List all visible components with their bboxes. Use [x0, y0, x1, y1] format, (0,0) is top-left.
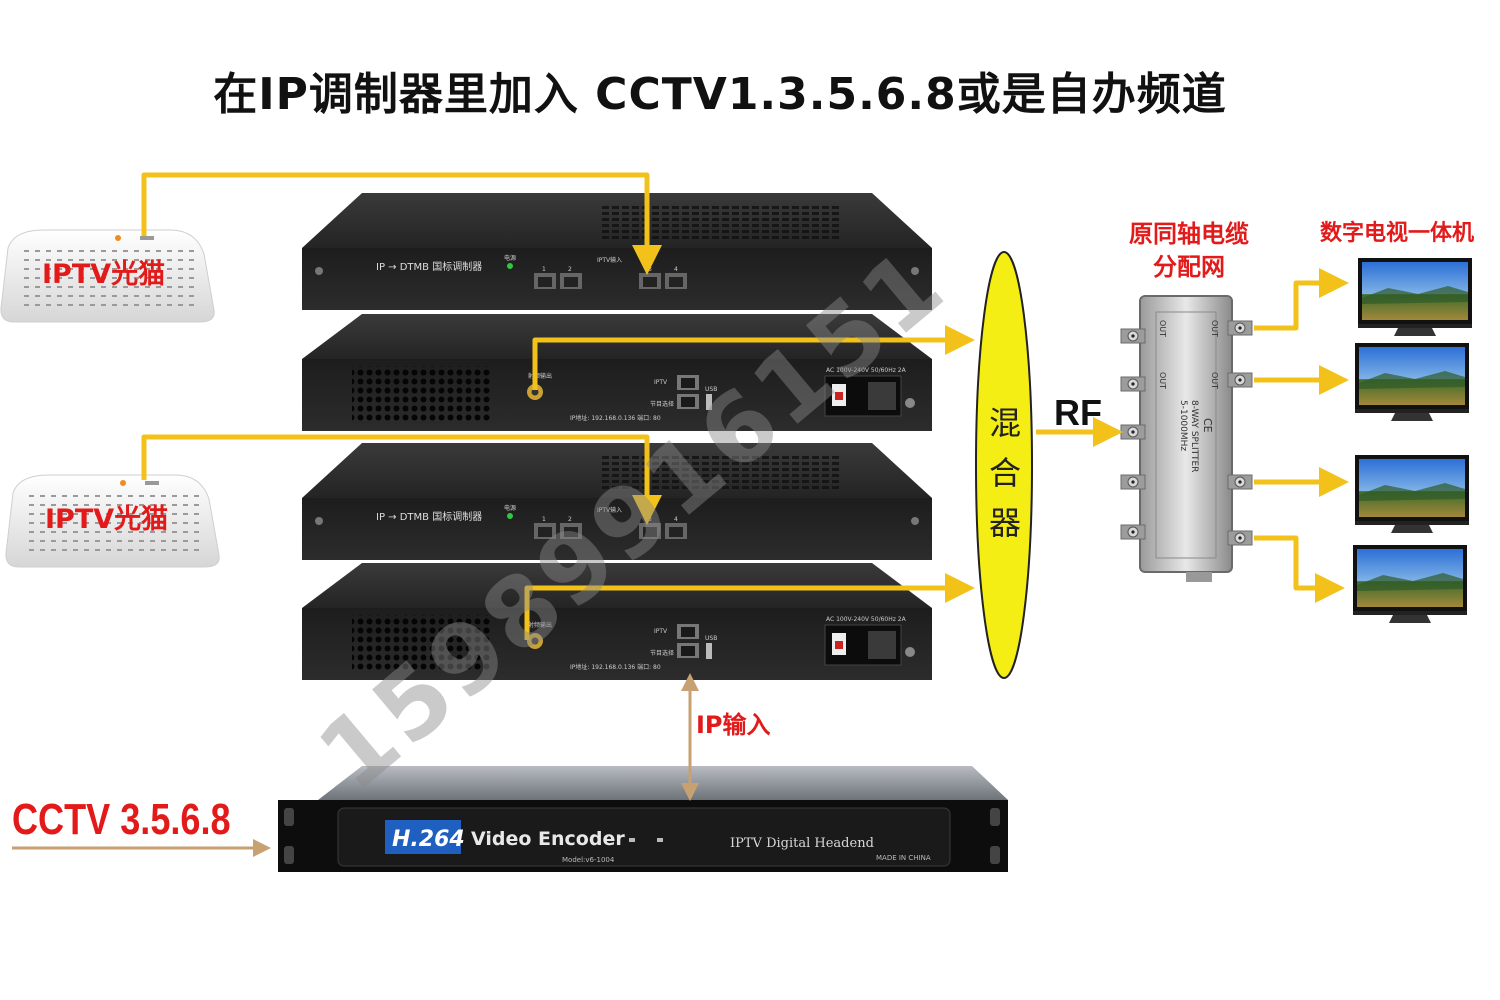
signal-cables [141, 172, 1349, 640]
splitter-out-label: OUT [1210, 320, 1219, 337]
splitter-out-label: OUT [1158, 320, 1167, 337]
modulator-port-1: 1 [542, 516, 546, 523]
digital-tv-label: 数字电视一体机 [1320, 221, 1475, 246]
ip-input-label: IP输入 [696, 711, 771, 739]
iptv-modem-2-label: IPTV光猫 [45, 504, 168, 535]
modulator-iptv-in-label: IPTV输入 [597, 506, 622, 514]
encoder-made-in: MADE IN CHINA [876, 854, 931, 862]
power-spec-label: AC 100V-240V 50/60Hz 2A [826, 616, 907, 623]
usb-port-label: USB [705, 386, 717, 393]
encoder-logo-badge [385, 820, 461, 854]
program-select-label: 节目选择 [650, 649, 674, 657]
rf-label: RF [1054, 392, 1102, 433]
rf-out-label: 射频输出 [528, 621, 552, 629]
page-title: 在IP调制器里加入 CCTV1.3.5.6.8或是自办频道 [213, 69, 1227, 120]
splitter-text: 8-WAY SPLITTER [1189, 400, 1199, 472]
ip-address-label: IP地址: 192.168.0.136 端口: 80 [570, 663, 661, 671]
encoder-name: Video Encoder [471, 828, 625, 850]
iptv-port-label: IPTV [654, 379, 668, 386]
rf-cable-2 [524, 573, 975, 640]
video-encoder: H.264 Video Encoder IPTV Digital Headend… [278, 766, 1008, 872]
modulator-power-label: 电源 [504, 504, 516, 512]
splitter-freq: 5-1000MHz [1178, 400, 1188, 451]
usb-port-label: USB [705, 635, 717, 642]
modem-2-cable [141, 434, 662, 525]
modulator-model-label: IP → DTMB 国标调制器 [376, 510, 482, 523]
splitter-ce-mark: CE [1201, 418, 1214, 433]
encoder-model: Model:v6-1004 [562, 856, 615, 864]
rf-out-label: 射频输出 [528, 372, 552, 380]
modulator-port-4: 4 [674, 266, 678, 273]
rf-cable-1 [532, 325, 975, 390]
modulator-back-1: 射频输出 IPTV USB 节目选择 IP地址: 192.168.0.136 端… [301, 313, 933, 432]
modulator-port-2: 2 [568, 266, 572, 273]
modulator-iptv-in-label: IPTV输入 [597, 256, 622, 264]
tv-screen-1 [1358, 258, 1472, 336]
tv-screen-3 [1355, 455, 1469, 533]
tv-screen-2 [1355, 343, 1469, 421]
ip-address-label: IP地址: 192.168.0.136 端口: 80 [570, 414, 661, 422]
mixer [975, 251, 1033, 679]
modem-1-cable [141, 172, 662, 275]
tv-screen-4 [1353, 545, 1467, 623]
modulator-port-1: 1 [542, 266, 546, 273]
tv-1-cable [1254, 268, 1349, 331]
iptv-modem-2: IPTV光猫 [5, 474, 220, 568]
encoder-headend: IPTV Digital Headend [730, 836, 874, 851]
modulator-port-4: 4 [674, 516, 678, 523]
cctv-input-label: CCTV 3.5.6.8 [12, 795, 231, 844]
iptv-modem-1-label: IPTV光猫 [42, 259, 165, 290]
power-spec-label: AC 100V-240V 50/60Hz 2A [826, 367, 907, 374]
modulator-model-label: IP → DTMB 国标调制器 [376, 260, 482, 273]
modulator-power-label: 电源 [504, 254, 516, 262]
splitter-out-label: OUT [1158, 372, 1167, 389]
splitter: 8-WAY SPLITTER 5-1000MHz CE OUT OUT OUT … [1120, 295, 1253, 582]
encoder-logo: H.264 [392, 827, 465, 852]
iptv-port-label: IPTV [654, 628, 668, 635]
coax-network-label: 原同轴电缆分配网 [1129, 220, 1249, 281]
program-select-label: 节目选择 [650, 400, 674, 408]
mixer-label: 混合器 [988, 404, 1021, 542]
iptv-modem-1: IPTV光猫 [0, 229, 215, 323]
tv-4-cable [1254, 535, 1345, 603]
modulator-back-2: 射频输出 IPTV USB 节目选择 IP地址: 192.168.0.136 端… [301, 562, 933, 681]
splitter-out-label: OUT [1210, 372, 1219, 389]
modulator-port-2: 2 [568, 516, 572, 523]
